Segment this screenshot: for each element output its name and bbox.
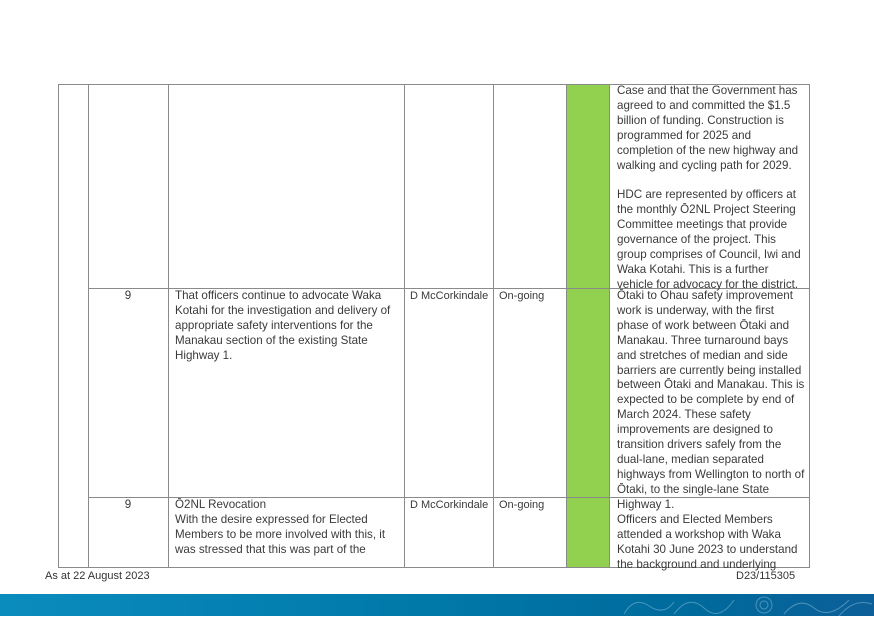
- row-action: That officers continue to advocate Waka …: [175, 289, 391, 362]
- column-divider: [566, 84, 567, 568]
- column-divider: [609, 84, 610, 568]
- column-divider: [404, 84, 405, 568]
- column-divider: [809, 84, 810, 568]
- row-number: 9: [124, 289, 132, 302]
- row-owner: D McCorkindale: [410, 290, 489, 302]
- footer-doc-ref: D23/115305: [736, 570, 796, 582]
- row-comment: Ōtaki to Ohau safety improvement work is…: [617, 289, 805, 511]
- row-number: 9: [124, 498, 132, 511]
- row-status: On-going: [499, 499, 545, 511]
- decorative-pattern-icon: [623, 596, 873, 616]
- column-divider: [168, 84, 169, 568]
- table-bottom-border: [58, 567, 810, 568]
- row-owner: D McCorkindale: [410, 499, 489, 511]
- row-comment: Officers and Elected Members attended a …: [617, 512, 798, 571]
- row-divider: [88, 497, 810, 498]
- row-comment: Case and that the Government has agreed …: [617, 84, 801, 291]
- column-divider: [58, 84, 59, 568]
- column-divider: [88, 84, 89, 568]
- status-color-column: [567, 84, 609, 568]
- row-status: On-going: [499, 290, 545, 302]
- table-top-border: [58, 84, 810, 85]
- footer-band: [0, 594, 874, 616]
- row-action: Ō2NL Revocation With the desire expresse…: [175, 498, 386, 556]
- column-divider: [493, 84, 494, 568]
- footer-date: As at 22 August 2023: [45, 570, 150, 582]
- row-divider: [88, 288, 810, 289]
